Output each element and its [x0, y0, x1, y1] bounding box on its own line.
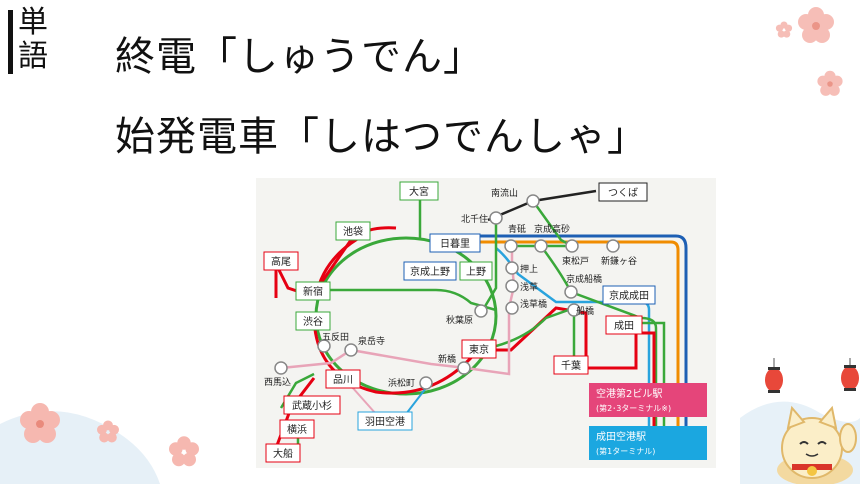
cherry-blossom-icon: [169, 436, 199, 467]
station-shinagawa: 品川: [333, 374, 353, 386]
station-ikebukuro: 池袋: [343, 225, 363, 238]
airport-t1-badge: [589, 426, 707, 460]
airport-t2-sub: (第2･3ターミナル※): [596, 403, 671, 413]
station-nippori: 日暮里: [440, 237, 470, 250]
station-akihabara: 秋葉原: [446, 314, 473, 326]
airport-t1-name: 成田空港駅: [596, 430, 646, 443]
station-keisei-funabashi: 京成船橋: [566, 273, 602, 285]
cherry-blossom-icon: [775, 7, 843, 96]
station-tsukuba: つくば: [608, 187, 638, 199]
vocab-label: 単語: [18, 5, 48, 74]
station-chiba: 千葉: [561, 359, 581, 372]
vocab-term-first-train: 始発電車「しはつでんしゃ」: [115, 114, 648, 160]
station-asakusabashi: 浅草橋: [520, 298, 547, 310]
station-keisei-takasago: 京成高砂: [534, 223, 570, 235]
lucky-cat-icon: [740, 358, 860, 484]
station-minami-nagareyama: 南流山: [491, 187, 518, 199]
orange-line: [456, 240, 680, 428]
station-haneda-airport: 羽田空港: [365, 415, 405, 428]
cherry-blossom-icon: [0, 403, 160, 484]
station-oshiage: 押上: [520, 263, 538, 275]
station-sengakuji: 泉岳寺: [358, 335, 385, 347]
keisei-line: [456, 234, 688, 428]
station-funabashi: 船橋: [576, 305, 594, 317]
station-musashi-kosugi: 武蔵小杉: [292, 399, 332, 412]
station-takao: 高尾: [271, 255, 291, 268]
station-shin-kamagaya: 新鎌ヶ谷: [601, 255, 637, 267]
station-shimbashi: 新橋: [438, 353, 456, 365]
station-ueno: 上野: [466, 266, 486, 278]
station-aoto: 青砥: [508, 223, 526, 235]
station-yokohama: 横浜: [287, 423, 307, 436]
station-asakusa: 浅草: [520, 281, 538, 293]
station-omiya: 大宮: [409, 185, 429, 198]
vocab-term-last-train: 終電「しゅうでん」: [115, 34, 484, 80]
station-ofuna: 大船: [273, 447, 293, 460]
station-kitasenju: 北千住: [461, 213, 488, 225]
route-map: 大宮 南流山 つくば 北千住 青砥 京成高砂 池袋 日暮里 東松戸 新鎌ヶ谷 高…: [256, 178, 716, 468]
route-map-svg: 大宮 南流山 つくば 北千住 青砥 京成高砂 池袋 日暮里 東松戸 新鎌ヶ谷 高…: [263, 181, 707, 463]
station-hamamatsucho: 浜松町: [388, 377, 415, 389]
station-keisei-ueno: 京成上野: [410, 265, 450, 278]
station-higashi-matsudo: 東松戸: [562, 255, 589, 267]
side-accent-bar: [8, 10, 13, 74]
station-keisei-narita: 京成成田: [609, 289, 649, 302]
station-tokyo: 東京: [469, 343, 489, 356]
station-gotanda: 五反田: [322, 332, 349, 343]
airport-t2-badge: [589, 383, 707, 417]
station-shinjuku: 新宿: [303, 285, 323, 298]
airport-t2-name: 空港第2ビル駅: [596, 387, 662, 400]
airport-t1-sub: (第1ターミナル): [596, 446, 655, 456]
station-narita: 成田: [614, 320, 634, 332]
station-nishi-magome: 西馬込: [264, 377, 291, 388]
station-shibuya: 渋谷: [303, 315, 323, 328]
station-box: [399, 181, 439, 201]
lantern-icon: [765, 358, 783, 393]
station-node: [526, 194, 540, 208]
